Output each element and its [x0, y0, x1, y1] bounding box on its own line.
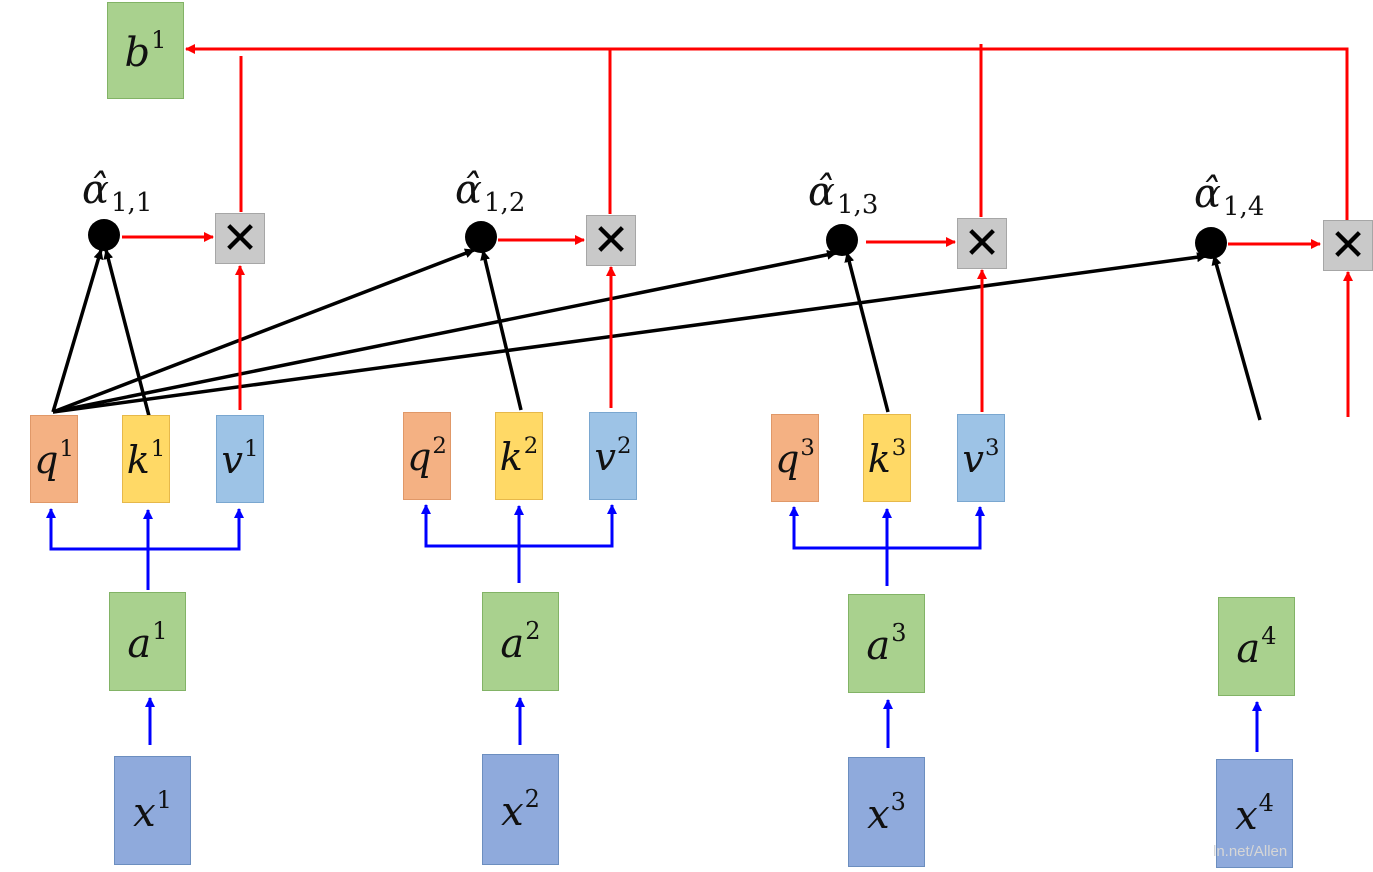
alpha-1-1-label: α̂1,1 [82, 167, 153, 218]
weighting-arrows [122, 232, 1353, 417]
score-dot-4 [1195, 227, 1227, 259]
embedding-a4: a4 [1218, 597, 1295, 696]
value-v3: v3 [957, 414, 1005, 502]
x3-label: x3 [867, 787, 906, 838]
query-q2: q2 [403, 412, 451, 500]
multiply-box-4: ✕ [1323, 220, 1373, 271]
multiply-box-1: ✕ [215, 213, 265, 264]
multiply-icon: ✕ [1329, 219, 1367, 271]
arrow-q1-dot2 [52, 248, 475, 414]
alpha-1-2-label: α̂1,2 [455, 167, 526, 218]
input-x4: x4 [1216, 759, 1293, 868]
watermark-text: ln.net/Allen [1213, 843, 1288, 860]
x4-label: x4 [1235, 789, 1274, 839]
key-k1: k1 [122, 415, 170, 503]
score-dot-3 [826, 224, 858, 256]
a4-label: a4 [1236, 622, 1277, 672]
alpha-1-3-label: α̂1,3 [808, 169, 879, 220]
a2-to-qkv [421, 504, 617, 583]
k2-label: k2 [499, 433, 539, 480]
multiply-icon: ✕ [221, 212, 259, 264]
q3-label: q3 [775, 435, 815, 482]
x2-label: x2 [501, 785, 540, 835]
arrow-q1-dot3 [52, 249, 837, 414]
v1-label: v1 [221, 436, 259, 483]
a3-label: a3 [866, 619, 907, 669]
input-x2: x2 [482, 754, 559, 865]
arrow-k2-dot2 [480, 250, 523, 411]
query-q1: q1 [30, 415, 78, 503]
score-arrows [51, 248, 1262, 421]
v2-label: v2 [594, 433, 632, 480]
multiply-icon: ✕ [963, 217, 1001, 269]
output-b1-label: b1 [124, 26, 167, 76]
query-q3: q3 [771, 414, 819, 502]
arrow-q1-dot4 [52, 252, 1207, 414]
arrow-k4-dot4 [1211, 255, 1262, 421]
x-to-a-arrows [145, 697, 1262, 752]
a3-to-qkv [789, 506, 985, 586]
sum-arrows [185, 44, 1349, 220]
score-dot-1 [88, 219, 120, 251]
multiply-icon: ✕ [592, 214, 630, 266]
embedding-a3: a3 [848, 594, 925, 693]
a1-to-qkv [46, 508, 244, 590]
input-x1: x1 [114, 756, 191, 865]
multiply-box-3: ✕ [957, 218, 1007, 269]
k3-label: k3 [867, 435, 907, 482]
q2-label: q2 [407, 433, 447, 480]
embedding-a1: a1 [109, 592, 186, 691]
k1-label: k1 [126, 436, 166, 483]
x1-label: x1 [133, 786, 172, 836]
input-x3: x3 [848, 757, 925, 867]
alpha-1-4-label: α̂1,4 [1194, 171, 1265, 222]
key-k2: k2 [495, 412, 543, 500]
value-v1: v1 [216, 415, 264, 503]
v3-label: v3 [962, 435, 1000, 482]
arrow-q1-dot1 [51, 249, 104, 413]
a1-label: a1 [127, 617, 168, 667]
arrow-k1-dot1 [103, 249, 151, 417]
score-dot-2 [465, 221, 497, 253]
value-v2: v2 [589, 412, 637, 500]
output-b1: b1 [107, 2, 184, 99]
a2-label: a2 [500, 617, 541, 667]
arrow-k3-dot3 [844, 252, 890, 413]
q1-label: q1 [34, 436, 74, 483]
embedding-a2: a2 [482, 592, 559, 691]
multiply-box-2: ✕ [586, 215, 636, 266]
key-k3: k3 [863, 414, 911, 502]
